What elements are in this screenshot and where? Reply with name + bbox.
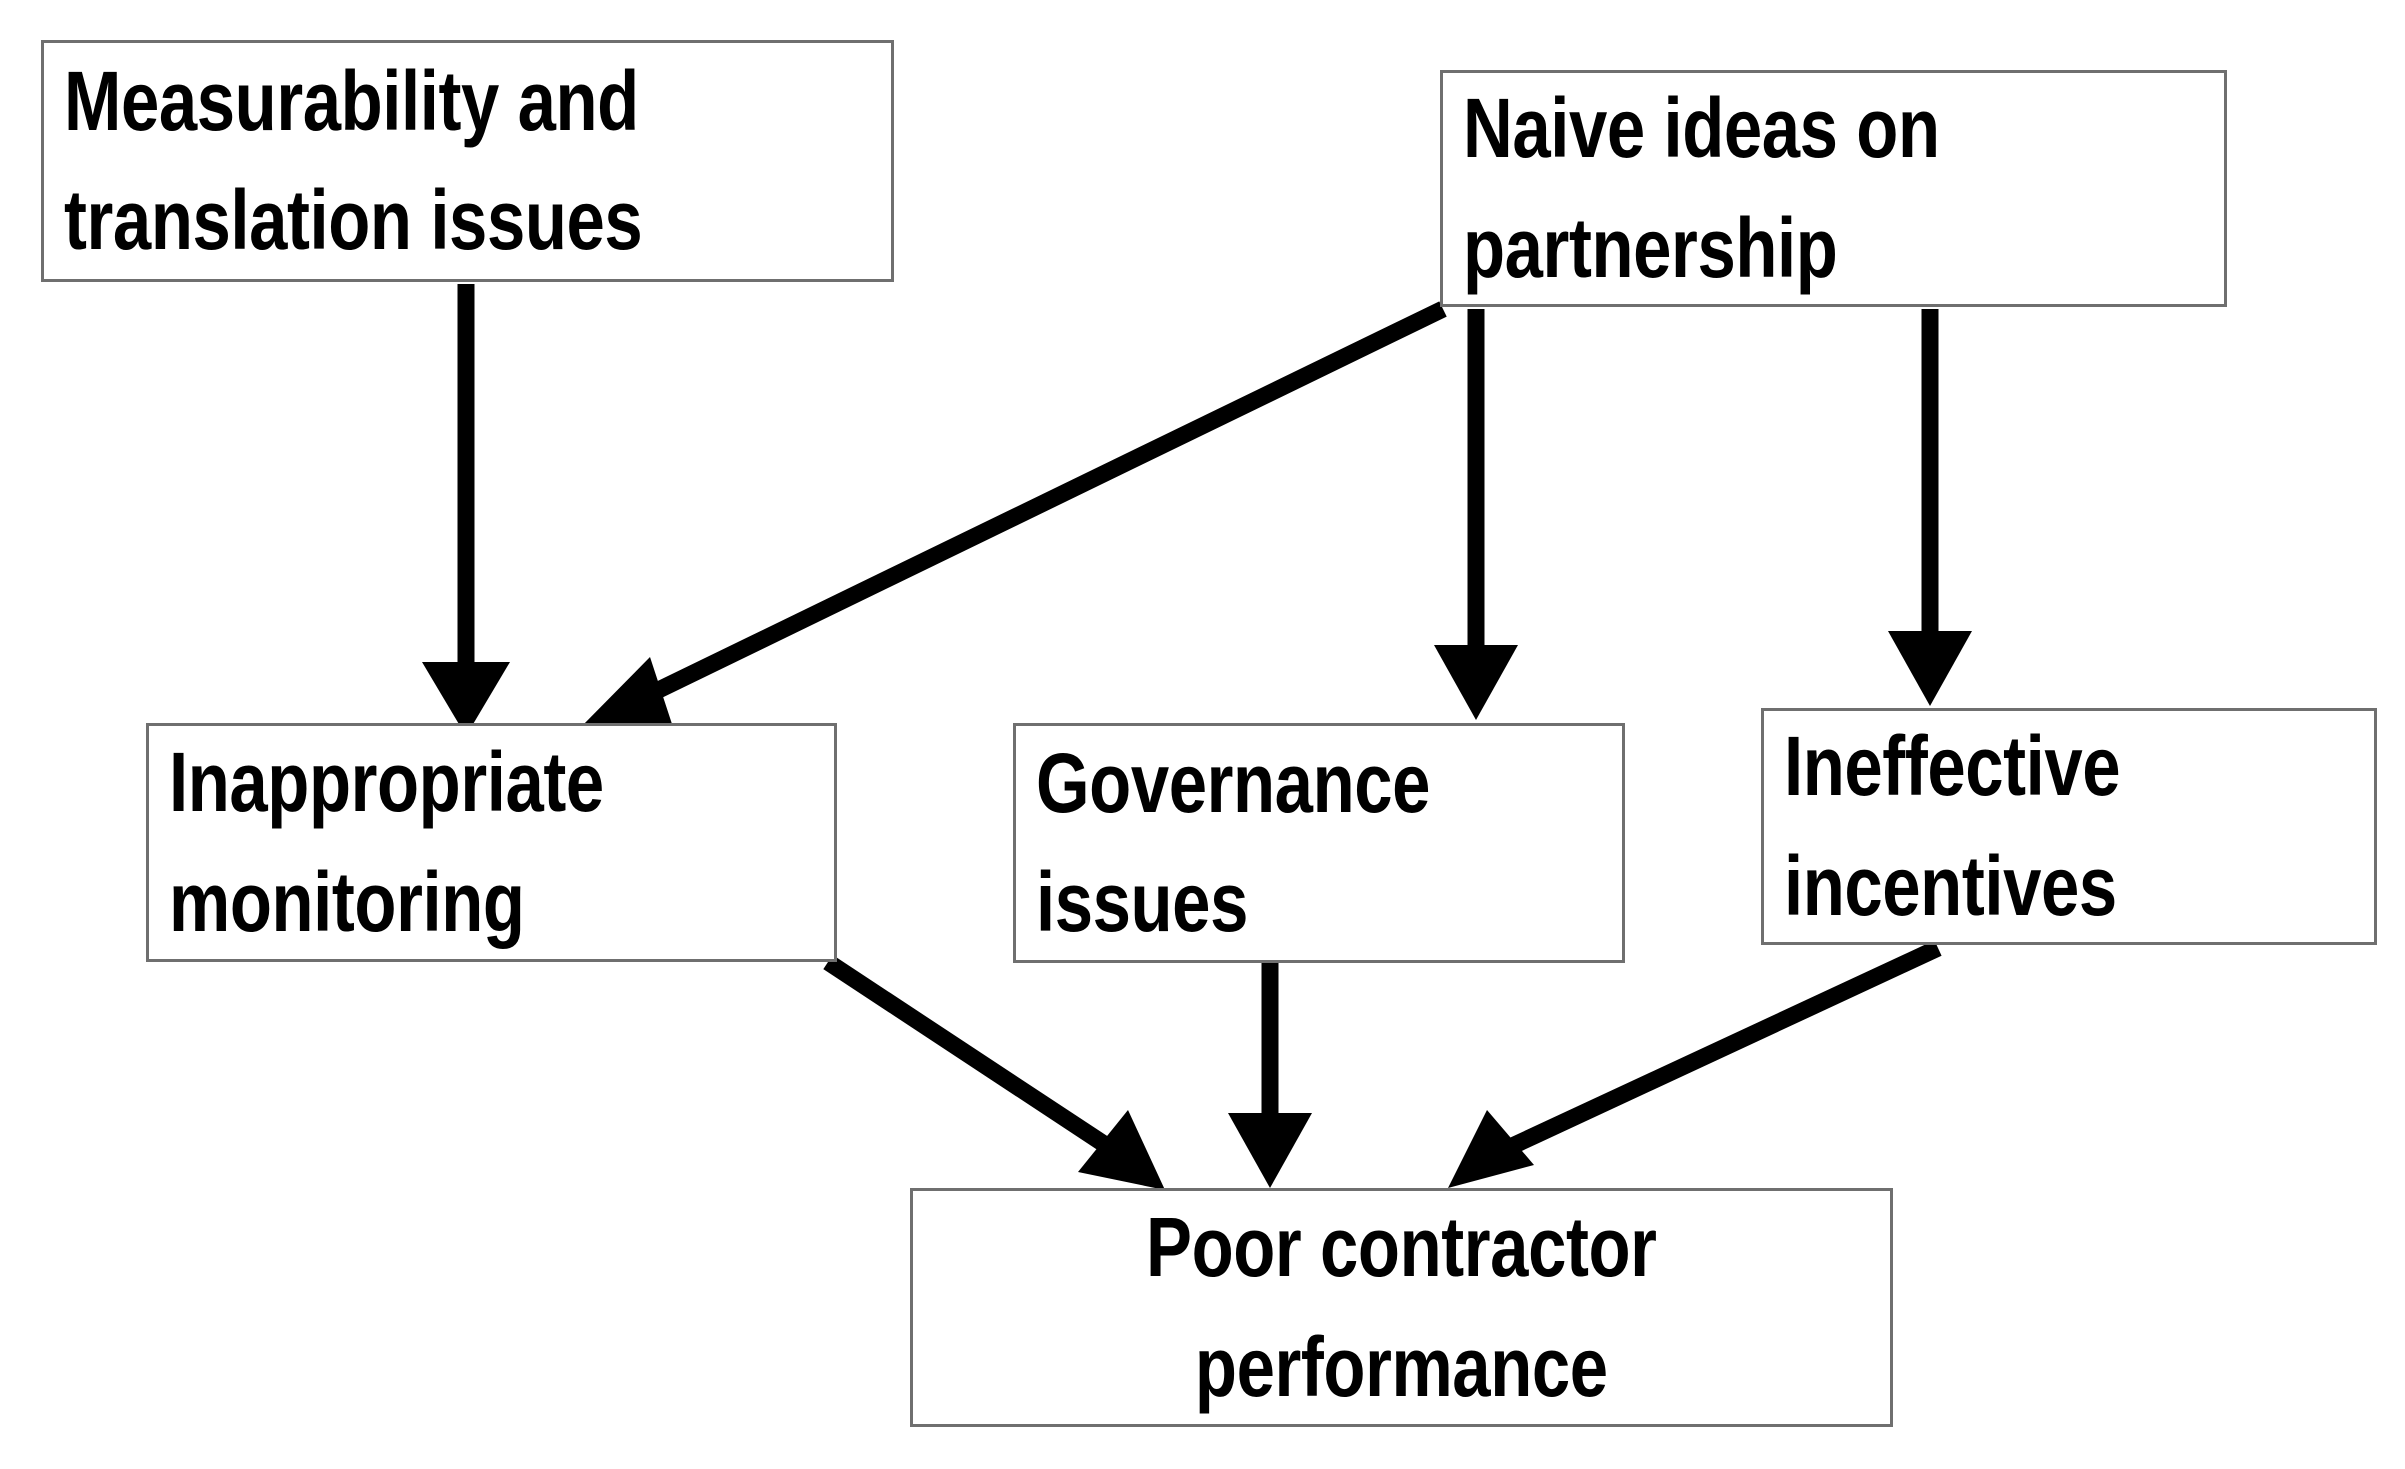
node-label: Poor contractor performance [1146, 1200, 1657, 1414]
edge-naive-to-governance [1434, 309, 1518, 720]
edge-governance-to-poor [1228, 963, 1312, 1188]
node-label: Measurability and translation issues [64, 53, 643, 267]
node-naive-ideas-on-partnership[interactable]: Naive ideas on partnership [1440, 70, 2227, 307]
edge-naive-to-monitoring [578, 301, 1447, 730]
node-governance-issues[interactable]: Governance issues [1013, 723, 1625, 963]
edge-incentives-to-poor [1448, 940, 1942, 1188]
node-measurability-and-translation-issues[interactable]: Measurability and translation issues [41, 40, 894, 282]
edge-naive-to-incentives [1888, 309, 1972, 706]
edge-measurability-to-monitoring [422, 284, 510, 736]
edge-monitoring-to-poor [823, 954, 1165, 1190]
node-ineffective-incentives[interactable]: Ineffective incentives [1761, 708, 2377, 945]
node-label: Ineffective incentives [1784, 719, 2121, 933]
node-inappropriate-monitoring[interactable]: Inappropriate monitoring [146, 723, 837, 962]
node-label: Governance issues [1036, 735, 1431, 949]
node-poor-contractor-performance[interactable]: Poor contractor performance [910, 1188, 1893, 1427]
node-label: Naive ideas on partnership [1463, 81, 1940, 295]
node-label: Inappropriate monitoring [169, 735, 604, 949]
